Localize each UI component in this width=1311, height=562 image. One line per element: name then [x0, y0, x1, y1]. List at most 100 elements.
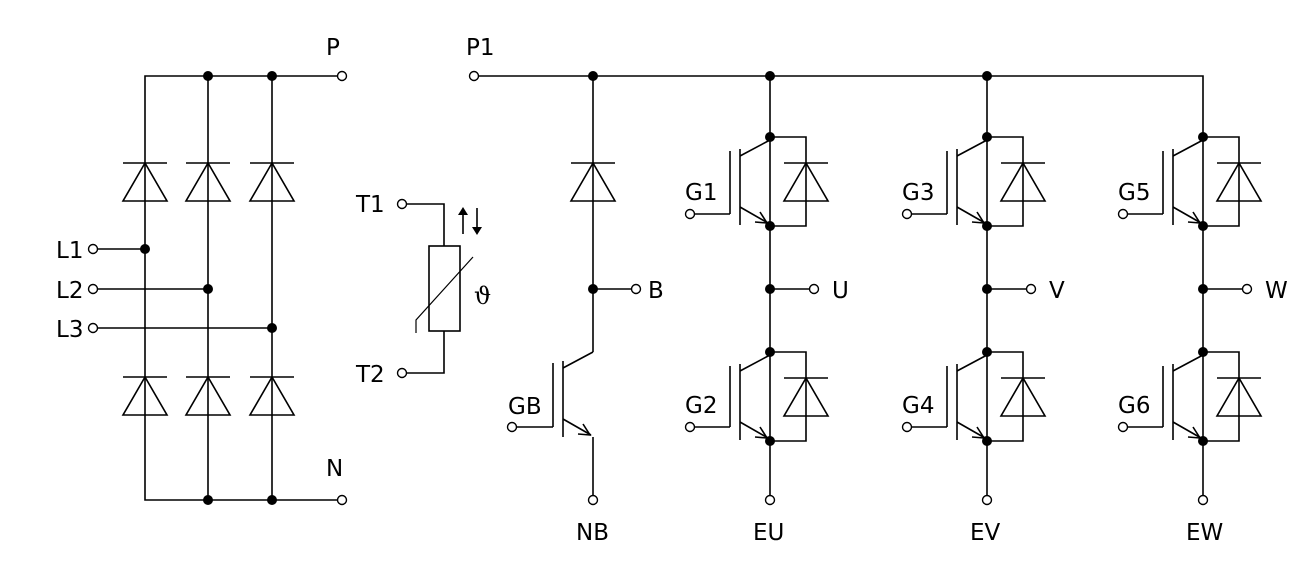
igbt-emitter [956, 421, 986, 439]
igbt-collector [956, 139, 988, 157]
junction-dot [982, 347, 992, 357]
upper-gate-label: G5 [1118, 180, 1150, 206]
freewheel-diode-wire [770, 351, 807, 442]
diode-triangle [999, 376, 1047, 417]
junction-dot [982, 132, 992, 142]
terminal-phase-emitter[interactable] [764, 494, 776, 506]
igbt-collector [739, 354, 771, 372]
phase-output-label: V [1049, 278, 1065, 304]
igbt-collector [1172, 139, 1204, 157]
junction-dot [1198, 436, 1208, 446]
terminal-lower-gate[interactable] [1117, 421, 1129, 433]
junction-dot [267, 71, 277, 81]
igbt-emitter [739, 421, 769, 439]
input-l2-label: L2 [56, 278, 83, 304]
freewheel-diode-wire [770, 136, 807, 227]
thermistor-nonlinear-line [415, 256, 474, 333]
freewheel-diode-wire [1203, 351, 1240, 442]
terminal-n-label: N [326, 456, 343, 482]
terminal-upper-gate[interactable] [1117, 208, 1129, 220]
terminal-phase-output[interactable] [1241, 283, 1253, 295]
phase-emitter-label: EV [970, 520, 1001, 546]
diode-triangle [184, 375, 232, 416]
igbt-transistor [911, 347, 1047, 446]
igbt-transistor [1127, 347, 1263, 446]
diode-triangle [184, 161, 232, 202]
terminal-lower-gate[interactable] [901, 421, 913, 433]
phase-emitter-label: EU [753, 520, 784, 546]
terminal-upper-gate[interactable] [684, 208, 696, 220]
igbt-collector [739, 139, 771, 157]
igbt-emitter [1172, 206, 1202, 224]
temperature-symbol: ϑ [474, 282, 491, 310]
igbt-emitter [1172, 421, 1202, 439]
t1-wire [406, 203, 445, 246]
terminal-t1-label: T1 [355, 192, 385, 218]
junction-dot [140, 244, 150, 254]
terminal-n[interactable] [336, 494, 348, 506]
junction-dot [203, 284, 213, 294]
brake-chopper-leg [506, 71, 642, 506]
input-l3-label: L3 [56, 317, 83, 343]
junction-dot [982, 436, 992, 446]
junction-dot [1198, 132, 1208, 142]
terminal-gb[interactable] [506, 421, 518, 433]
junction-dot [1198, 347, 1208, 357]
terminal-phase-emitter[interactable] [981, 494, 993, 506]
terminal-b[interactable] [630, 283, 642, 295]
diode-triangle [569, 161, 617, 202]
terminal-l2[interactable] [87, 283, 99, 295]
terminal-nb[interactable] [587, 494, 599, 506]
diode-triangle [121, 161, 169, 202]
igbt-collector [1172, 354, 1204, 372]
terminal-phase-output[interactable] [808, 283, 820, 295]
upper-gate-label: G1 [685, 180, 717, 206]
diode-symbol [569, 161, 617, 202]
junction-dot [765, 436, 775, 446]
diode-triangle [782, 161, 830, 202]
igbt-collector [956, 354, 988, 372]
brake-gate-label: GB [508, 394, 542, 420]
terminal-t1[interactable] [396, 198, 408, 210]
terminal-p[interactable] [336, 70, 348, 82]
diode-symbol [121, 161, 169, 202]
terminal-p1[interactable] [468, 70, 480, 82]
terminal-upper-gate[interactable] [901, 208, 913, 220]
igbt-transistor [517, 351, 594, 437]
junction-dot [203, 495, 213, 505]
terminal-phase-emitter[interactable] [1197, 494, 1209, 506]
diode-triangle [1215, 376, 1263, 417]
igbt-transistor [694, 347, 830, 446]
terminal-l1[interactable] [87, 243, 99, 255]
terminal-phase-output[interactable] [1025, 283, 1037, 295]
igbt-collector [562, 351, 594, 369]
junction-dot [588, 71, 598, 81]
terminal-lower-gate[interactable] [684, 421, 696, 433]
brake-output-label: B [648, 278, 664, 304]
dc-bus-rail [478, 75, 1204, 137]
terminal-l3[interactable] [87, 322, 99, 334]
igbt-transistor [911, 132, 1047, 231]
dc-bus-label: P1 [466, 35, 495, 61]
diode-triangle [782, 376, 830, 417]
diode-triangle [121, 375, 169, 416]
diode-symbol [248, 161, 296, 202]
diode-symbol [184, 375, 232, 416]
junction-dot [203, 71, 213, 81]
brake-emitter-label: NB [576, 520, 609, 546]
inverter: P1 B GB NB [466, 35, 1204, 546]
diode-symbol [1215, 161, 1263, 202]
lower-gate-label: G6 [1118, 393, 1150, 419]
phase-output-label: U [832, 278, 849, 304]
diode-triangle [248, 375, 296, 416]
terminal-t2[interactable] [396, 367, 408, 379]
t2-wire [406, 331, 445, 374]
freewheel-diode-wire [1203, 136, 1240, 227]
diode-symbol [999, 376, 1047, 417]
input-l1-label: L1 [56, 238, 83, 264]
